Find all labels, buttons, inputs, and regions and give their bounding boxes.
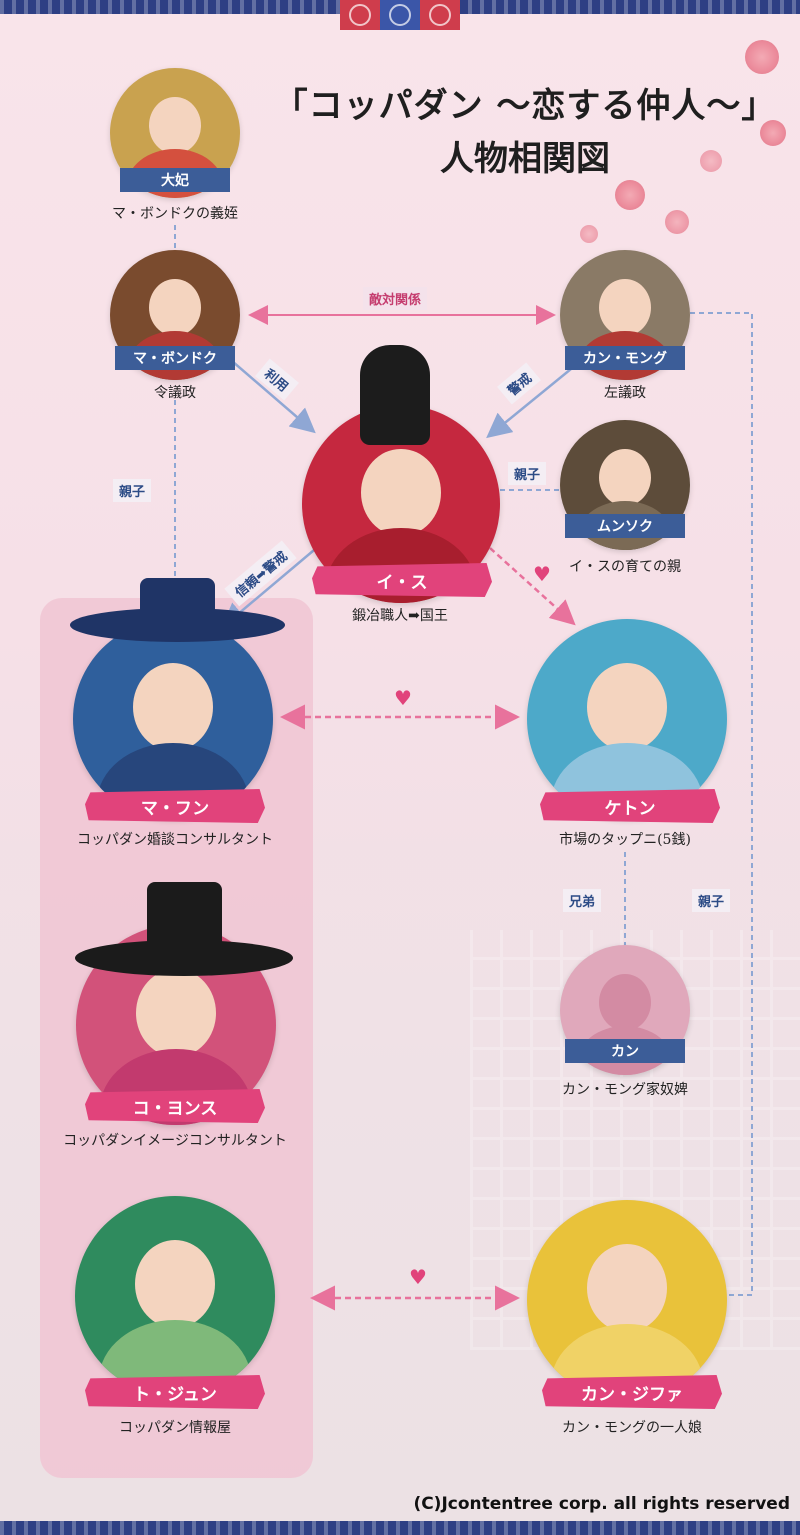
line-kang-mongu-jihwa xyxy=(690,312,753,1296)
line-uses xyxy=(224,354,316,434)
heart-icon: ♥ xyxy=(394,686,412,710)
face-shape xyxy=(599,278,651,336)
ma-bondeok-caption: 令議政 xyxy=(154,385,196,401)
face-shape xyxy=(149,96,201,154)
blue-badge xyxy=(380,0,420,30)
badge-ornament-icon xyxy=(429,4,451,26)
relation-label-parent-child: 親子 xyxy=(692,889,731,912)
heart-icon: ♥ xyxy=(409,1265,427,1289)
munsok-name: ムンソク xyxy=(565,514,685,538)
ko-yeongsu-name: コ・ヨンス xyxy=(85,1089,265,1123)
red-badge xyxy=(340,0,380,30)
bottom-border xyxy=(0,1521,800,1535)
blossom-decoration xyxy=(665,210,689,234)
face-shape xyxy=(361,448,441,536)
kang-name: カン xyxy=(565,1039,685,1063)
daebi-caption: マ・ボンドクの義姪 xyxy=(112,206,238,222)
copyright-notice: (C)Jcontentree corp. all rights reserved xyxy=(413,1494,790,1514)
relation-label-parent-child: 親子 xyxy=(113,479,152,502)
blossom-decoration xyxy=(580,225,598,243)
kang-mongu-caption: 左議政 xyxy=(604,385,646,401)
ma-hun-portrait[interactable] xyxy=(73,619,273,819)
title-block: 「コッパダン ～恋する仲人～」 人物相関図 xyxy=(255,78,795,180)
ma-hun-caption: コッパダン婚談コンサルタント xyxy=(77,832,273,848)
relation-label-parent-child: 親子 xyxy=(508,462,547,485)
gaeddong-portrait[interactable] xyxy=(527,619,727,819)
kang-jihwa-name: カン・ジファ xyxy=(542,1375,722,1409)
gaeddong-caption: 市場のタップニ(5銭) xyxy=(559,832,691,848)
do-jun-portrait[interactable] xyxy=(75,1196,275,1396)
kang-mongu-name: カン・モング xyxy=(565,346,685,370)
kang-jihwa-caption: カン・モングの一人娘 xyxy=(562,1420,702,1436)
ma-hun-hat-crown xyxy=(140,578,215,630)
ko-yeongsu-caption: コッパダンイメージコンサルタント xyxy=(63,1133,287,1149)
page-subtitle: 人物相関図 xyxy=(440,139,610,179)
badge-ornament-icon xyxy=(389,4,411,26)
heart-icon: ♥ xyxy=(533,562,551,586)
ma-hun-name: マ・フン xyxy=(85,789,265,823)
i-su-caption: 鍛冶職人➡国王 xyxy=(352,608,448,624)
top-badges xyxy=(340,0,460,30)
kang-caption: カン・モング家奴婢 xyxy=(562,1082,688,1098)
face-shape xyxy=(133,663,213,751)
face-shape xyxy=(135,1240,215,1328)
blossom-decoration xyxy=(615,180,645,210)
gaeddong-name: ケトン xyxy=(540,789,720,823)
silhouette-icon xyxy=(599,973,651,1031)
line-wary xyxy=(486,359,583,439)
ma-bondeok-name: マ・ボンドク xyxy=(115,346,235,370)
daebi-name: 大妃 xyxy=(120,168,230,192)
blossom-decoration xyxy=(760,120,786,146)
line-i-su-gaeddong xyxy=(489,547,576,626)
do-jun-name: ト・ジュン xyxy=(85,1375,265,1409)
ko-yeongsu-hat-crown xyxy=(147,882,222,952)
face-shape xyxy=(599,448,651,506)
badge-ornament-icon xyxy=(349,4,371,26)
do-jun-caption: コッパダン情報屋 xyxy=(119,1420,231,1436)
face-shape xyxy=(587,663,667,751)
i-su-hat xyxy=(360,345,430,445)
face-shape xyxy=(136,969,216,1057)
relation-label-rivals: 敵対関係 xyxy=(363,287,428,310)
relation-label-siblings: 兄弟 xyxy=(563,889,602,912)
blossom-decoration xyxy=(745,40,779,74)
page-title: 「コッパダン ～恋する仲人～」 xyxy=(273,86,777,126)
munsok-caption: イ・スの育ての親 xyxy=(569,559,681,575)
red-badge xyxy=(420,0,460,30)
kang-jihwa-portrait[interactable] xyxy=(527,1200,727,1400)
face-shape xyxy=(149,278,201,336)
face-shape xyxy=(587,1244,667,1332)
i-su-name: イ・ス xyxy=(312,563,492,597)
blossom-decoration xyxy=(700,150,722,172)
